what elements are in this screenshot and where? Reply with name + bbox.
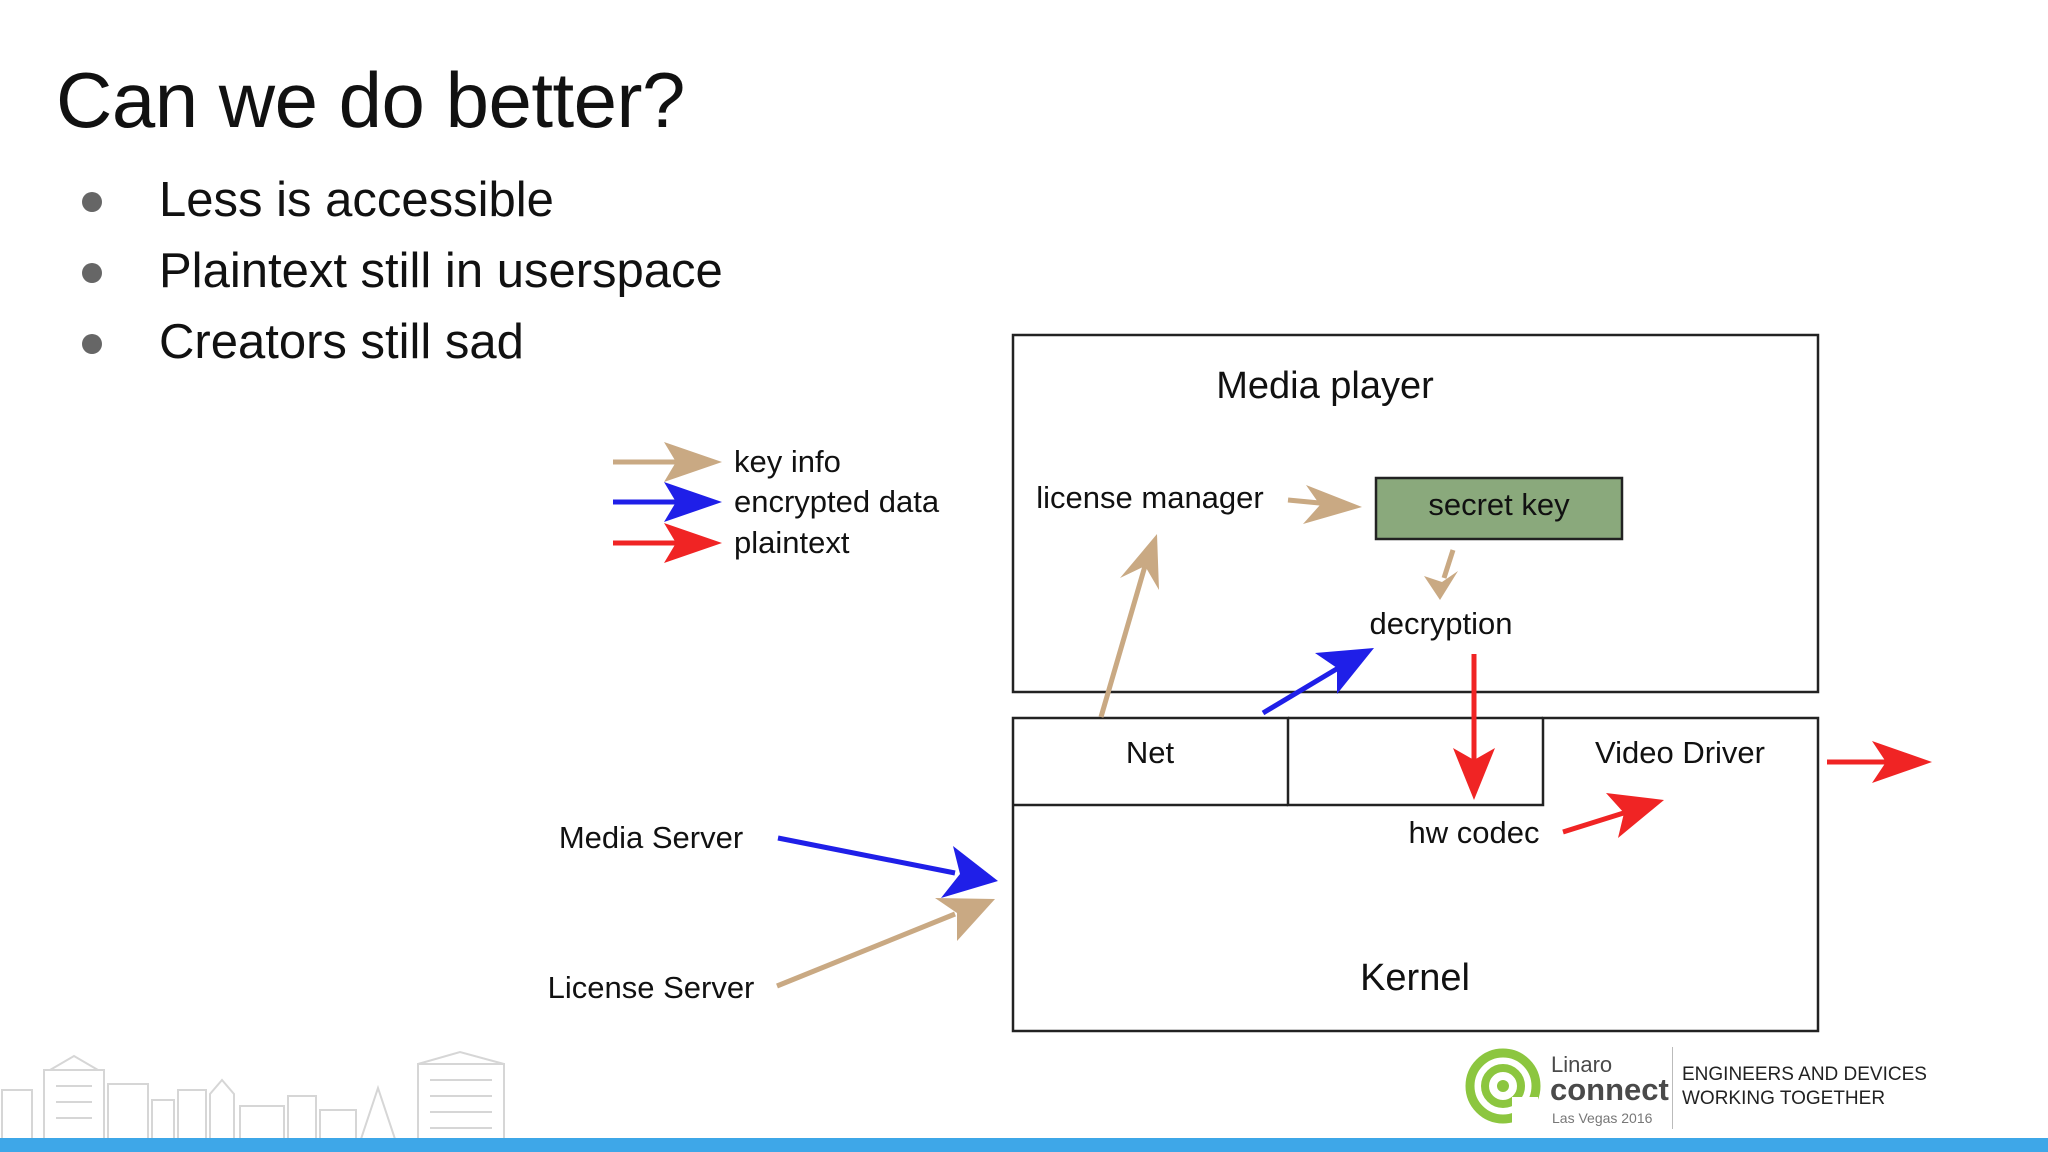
arrowhead-icon bbox=[935, 898, 995, 941]
bullet-item: Creators still sad bbox=[78, 307, 723, 378]
media-server-label: Media Server bbox=[559, 820, 743, 855]
legend-key-info-label: key info bbox=[734, 444, 841, 479]
arrowhead-icon bbox=[1315, 648, 1374, 694]
arrowhead-icon bbox=[1303, 485, 1362, 524]
arrow-secret-key-to-decryption bbox=[1424, 549, 1458, 600]
bullet-list: Less is accessible Plaintext still in us… bbox=[78, 165, 723, 378]
legend-encrypted-label: encrypted data bbox=[734, 484, 940, 519]
arrowhead-icon bbox=[1453, 748, 1495, 800]
bullet-item: Plaintext still in userspace bbox=[78, 236, 723, 307]
arrow-hw-codec-to-video-driver bbox=[1562, 793, 1664, 838]
brand-event: Las Vegas 2016 bbox=[1552, 1110, 1653, 1126]
decryption-label: decryption bbox=[1369, 606, 1512, 641]
bullet-dot-icon bbox=[82, 192, 102, 212]
bullet-text: Plaintext still in userspace bbox=[159, 244, 723, 298]
arrowhead-icon bbox=[1606, 793, 1664, 838]
bullet-dot-icon bbox=[82, 263, 102, 283]
bullet-dot-icon bbox=[82, 334, 102, 354]
secret-key-label: secret key bbox=[1428, 487, 1570, 522]
hw-codec-label: hw codec bbox=[1409, 815, 1540, 850]
arrowhead-icon bbox=[941, 846, 998, 898]
legend-key-info-arrowhead-icon bbox=[664, 442, 722, 482]
arrow-media-server-to-kernel bbox=[777, 835, 998, 898]
video-driver-label: Video Driver bbox=[1595, 735, 1765, 770]
legend-encrypted-arrowhead-icon bbox=[664, 482, 722, 522]
arrow-license-manager-to-secret-key bbox=[1287, 485, 1362, 524]
arrowhead-icon bbox=[1424, 571, 1458, 600]
bullet-text: Less is accessible bbox=[159, 173, 554, 227]
arrow-net-to-license-manager bbox=[1098, 534, 1159, 718]
arrow-video-driver-output bbox=[1827, 741, 1932, 783]
arrow-net-to-decryption bbox=[1261, 648, 1374, 716]
brand-tagline-line: ENGINEERS AND DEVICES bbox=[1682, 1064, 1927, 1085]
net-label: Net bbox=[1126, 735, 1175, 770]
license-manager-label: license manager bbox=[1036, 480, 1263, 515]
brand-product: connect bbox=[1550, 1072, 1669, 1107]
arrowhead-icon bbox=[1120, 534, 1159, 590]
las-vegas-skyline-icon bbox=[1, 1050, 505, 1142]
media-player-label: Media player bbox=[1216, 365, 1434, 407]
linaro-connect-branding: Linaro connect Las Vegas 2016 ENGINEERS … bbox=[1464, 1045, 1944, 1135]
brand-divider bbox=[1672, 1047, 1673, 1129]
arrow-license-server-to-kernel bbox=[776, 898, 995, 989]
bottom-accent-bar bbox=[0, 1138, 2048, 1152]
brand-name: Linaro bbox=[1551, 1052, 1613, 1077]
legend-plaintext-label: plaintext bbox=[734, 525, 850, 560]
bullet-text: Creators still sad bbox=[159, 315, 524, 369]
kernel-label: Kernel bbox=[1360, 957, 1470, 999]
secret-key-box bbox=[1374, 476, 1624, 541]
brand-tagline-line: WORKING TOGETHER bbox=[1682, 1088, 1886, 1109]
legend: key info encrypted data plaintext bbox=[613, 442, 940, 563]
license-server-label: License Server bbox=[548, 970, 755, 1005]
legend-plaintext-arrowhead-icon bbox=[664, 523, 722, 563]
linaro-logo-icon bbox=[1465, 1048, 1541, 1124]
arrow-decryption-to-hw-codec bbox=[1453, 654, 1495, 800]
arrowhead-icon bbox=[1872, 741, 1932, 783]
slide-title: Can we do better? bbox=[56, 56, 685, 144]
brand-tagline: ENGINEERS AND DEVICES WORKING TOGETHER bbox=[1682, 1063, 1927, 1111]
bullet-item: Less is accessible bbox=[78, 165, 723, 236]
